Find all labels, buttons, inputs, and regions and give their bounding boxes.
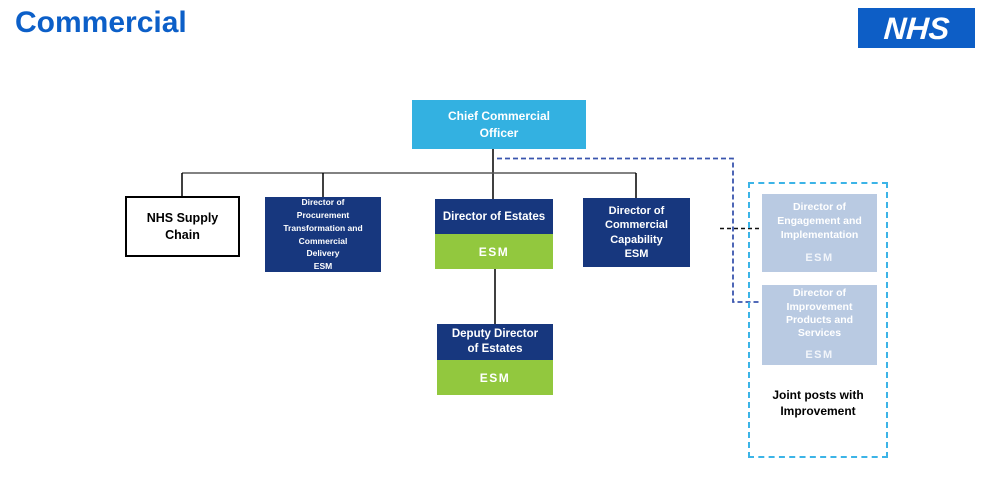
node-label: Director of Estates — [442, 210, 546, 223]
node-chief-commercial-officer: Chief Commercial Officer — [412, 100, 586, 149]
joint-posts-caption: Joint posts with Improvement — [772, 388, 864, 418]
node-label: NHS Supply Chain — [146, 211, 219, 242]
node-director-engagement-implementation: Director of Engagement and Implementatio… — [762, 194, 877, 272]
node-director-improvement-products: Director of Improvement Products and Ser… — [762, 285, 877, 365]
esm-badge: ESM — [805, 252, 834, 265]
esm-badge: ESM — [437, 360, 553, 395]
node-deputy-director-of-estates: Deputy Director of Estates ESM — [437, 324, 553, 395]
node-label: Director of Improvement Products and Ser… — [785, 287, 854, 339]
page-title: Commercial — [15, 6, 187, 39]
node-label: Director of Commercial Capability ESM — [605, 204, 668, 260]
esm-badge: ESM — [805, 348, 834, 361]
node-label: Deputy Director of Estates — [451, 328, 539, 355]
node-director-commercial-capability: Director of Commercial Capability ESM — [583, 198, 690, 267]
node-label: Director of Procurement Transformation a… — [283, 197, 363, 271]
node-title: Director of Estates — [435, 199, 553, 234]
node-title: Deputy Director of Estates — [437, 324, 553, 360]
node-director-of-estates: Director of Estates ESM — [435, 199, 553, 269]
node-director-procurement-transformation: Director of Procurement Transformation a… — [265, 197, 381, 272]
esm-badge: ESM — [435, 234, 553, 269]
node-label: Director of Engagement and Implementatio… — [777, 200, 862, 242]
nhs-logo: NHS — [858, 8, 975, 48]
joint-posts-group — [748, 182, 888, 458]
node-nhs-supply-chain: NHS Supply Chain — [125, 196, 240, 257]
nhs-logo-text: NHS — [882, 10, 951, 46]
node-label: Chief Commercial Officer — [447, 109, 551, 140]
